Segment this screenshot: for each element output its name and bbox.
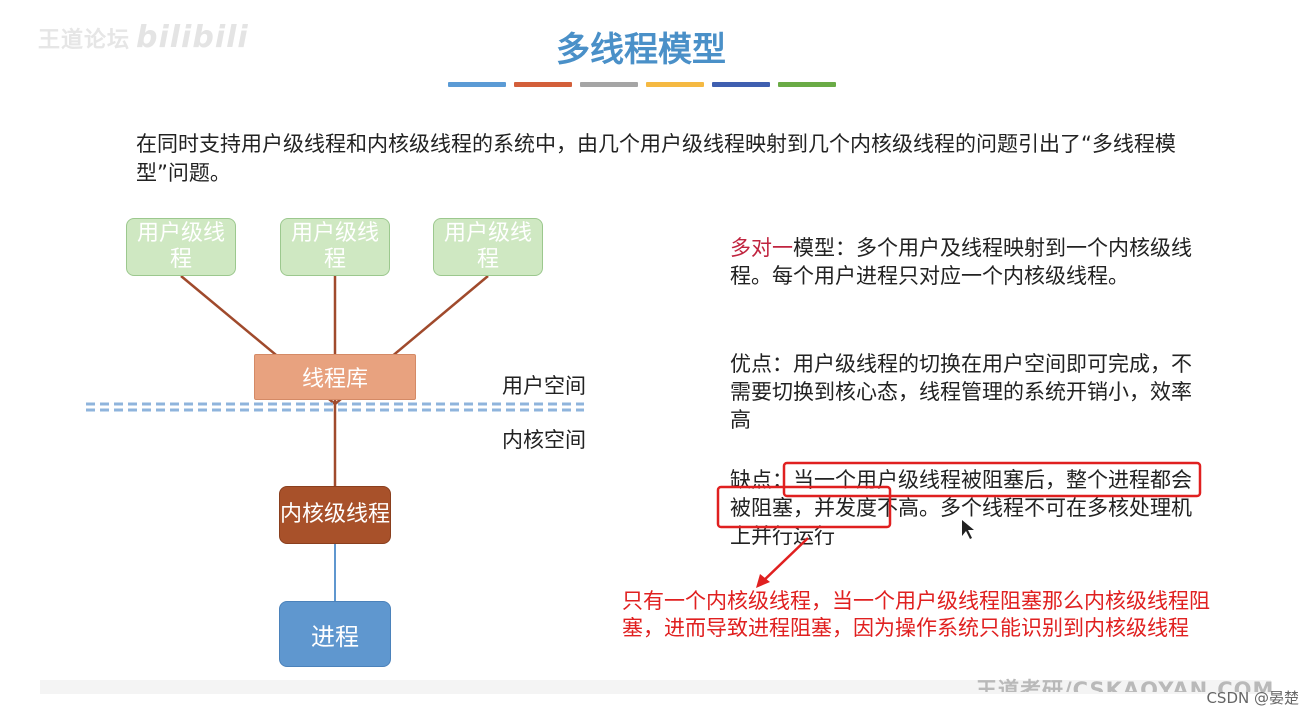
- process-box: 进程: [279, 601, 391, 667]
- kernel-thread-box: 内核级线程: [279, 486, 391, 544]
- watermark-text: 王道论坛: [38, 28, 131, 53]
- user-thread-box: 用户级线程: [126, 218, 236, 276]
- slide-title: 多线程模型: [556, 30, 726, 70]
- color-bar: [778, 82, 836, 87]
- annotation-note: 只有一个内核级线程，当一个用户级线程阻塞那么内核级线程阻塞，进而导致进程阻塞，因…: [622, 589, 1210, 640]
- footer-brand: 王道考研/CSKAOYAN.COM: [976, 678, 1275, 692]
- intro-paragraph: 在同时支持用户级线程和内核级线程的系统中，由几个用户级线程映射到几个内核级线程的…: [136, 132, 1176, 185]
- pros-paragraph: 优点：用户级线程的切换在用户空间即可完成，不需要切换到核心态，线程管理的系统开销…: [730, 352, 1192, 432]
- cons-rest: 并发度不高。多个线程不可在多核处理机上并行运行: [730, 496, 1192, 548]
- model-text: 模型：多个用户及线程映射到一个内核级线程。每个用户进程只对应一个内核级线程。: [730, 236, 1192, 288]
- color-bar: [580, 82, 638, 87]
- csdn-watermark: CSDN @晏楚: [1206, 689, 1299, 707]
- color-bar: [712, 82, 770, 87]
- user-thread-box: 用户级线程: [433, 218, 543, 276]
- kernel-space-label: 内核空间: [502, 428, 586, 452]
- bilibili-logo: bilibili: [136, 20, 249, 55]
- color-bar-decoration: [448, 82, 836, 87]
- user-space-label: 用户空间: [502, 374, 586, 398]
- model-description: 多对一模型：多个用户及线程映射到一个内核级线程。每个用户进程只对应一个内核级线程…: [730, 234, 1200, 290]
- color-bar: [646, 82, 704, 87]
- model-name: 多对一: [730, 236, 793, 260]
- thread-library-box: 线程库: [254, 354, 416, 400]
- color-bar: [514, 82, 572, 87]
- bottom-band: [40, 680, 1271, 694]
- color-bar: [448, 82, 506, 87]
- user-thread-box: 用户级线程: [280, 218, 390, 276]
